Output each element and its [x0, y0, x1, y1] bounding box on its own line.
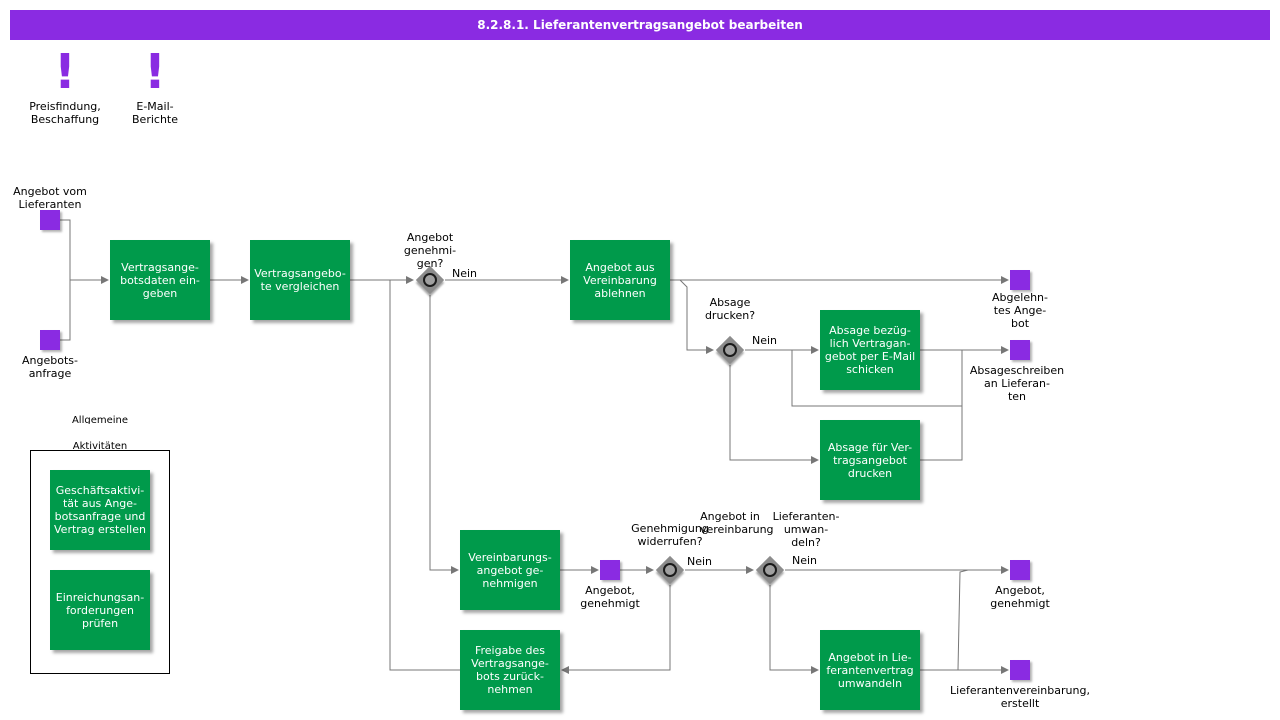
edge-label-nein: Nein: [687, 555, 713, 568]
event-angebot-genehmigt-end: [1010, 560, 1030, 580]
edge-label-nein: Nein: [752, 334, 778, 347]
event-label: Angebot vom Lieferanten: [13, 185, 87, 211]
edge-label-nein: Nein: [452, 267, 478, 280]
task-angebot-ablehnen[interactable]: Angebot aus Vereinbarung ablehnen: [570, 240, 670, 320]
event-label: Angebot, genehmigt: [580, 584, 640, 610]
event-abgelehntes-angebot: [1010, 270, 1030, 290]
task-vertragsangebote-vergleichen[interactable]: Vertragsangebo-te vergleichen: [250, 240, 350, 320]
event-lieferantenvereinbarung-erstellt: [1010, 660, 1030, 680]
event-angebotsanfrage: [40, 330, 60, 350]
gateway-ring-icon: [723, 343, 737, 357]
gateway-ring-icon: [663, 563, 677, 577]
gateway-label: Absage drucken?: [704, 296, 756, 322]
gateway-label: Genehmigung widerrufen?: [631, 522, 709, 548]
legend-item-einreichungsanforderungen[interactable]: Einreichungsan-forderungen prüfen: [50, 570, 150, 650]
task-absage-email[interactable]: Absage bezüg-lich Vertragan-gebot per E-…: [820, 310, 920, 390]
gateway-ring-icon: [763, 563, 777, 577]
event-angebot-vom-lieferanten: [40, 210, 60, 230]
event-label: Abgelehn- tes Ange- bot: [992, 291, 1048, 330]
issue-label: E-Mail- Berichte: [132, 100, 178, 126]
event-absageschreiben: [1010, 340, 1030, 360]
legend-caption-2: Aktivitäten: [72, 441, 128, 449]
issue-label: Preisfindung, Beschaffung: [29, 100, 101, 126]
issue-preisfindung: ! Preisfindung, Beschaffung: [20, 48, 110, 126]
legend-item-geschaeftsaktivitaet[interactable]: Geschäftsaktivi-tät aus Ange-botsanfrage…: [50, 470, 150, 550]
exclamation-icon: !: [144, 44, 166, 100]
task-freigabe-zuruecknehmen[interactable]: Freigabe des Vertragsange-bots zurück-ne…: [460, 630, 560, 710]
legend-caption-1: Allgemeine: [71, 415, 129, 424]
exclamation-icon: !: [54, 44, 76, 100]
edge-label-nein: Nein: [792, 554, 818, 567]
event-angebot-genehmigt-mid: [600, 560, 620, 580]
task-vereinbarungsangebot-genehmigen[interactable]: Vereinbarungs-angebot ge-nehmigen: [460, 530, 560, 610]
event-label: Angebot, genehmigt: [990, 584, 1050, 610]
gateway-label-2: Lieferanten-umwan-deln?: [772, 510, 840, 549]
event-label: Absageschreiben an Lieferan- ten: [969, 364, 1065, 403]
task-angebot-umwandeln[interactable]: Angebot in Lie-ferantenvertrag umwandeln: [820, 630, 920, 710]
event-label: Angebots- anfrage: [22, 354, 78, 380]
issue-email-berichte: ! E-Mail- Berichte: [110, 48, 200, 126]
gateway-label: Angebot genehmi- gen?: [403, 231, 457, 270]
event-label: Lieferantenvereinbarung, erstellt: [950, 684, 1090, 710]
task-absage-drucken[interactable]: Absage für Ver-tragsangebot drucken: [820, 420, 920, 500]
task-vertragsangebotsdaten-eingeben[interactable]: Vertragsange-botsdaten ein-geben: [110, 240, 210, 320]
diagram-title: 8.2.8.1. Lieferantenvertragsangebot bear…: [10, 10, 1270, 40]
gateway-ring-icon: [423, 273, 437, 287]
legend-box: [30, 450, 170, 674]
